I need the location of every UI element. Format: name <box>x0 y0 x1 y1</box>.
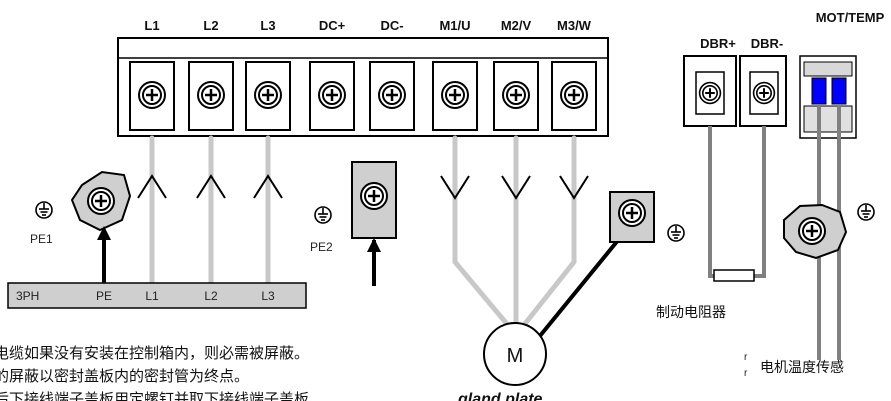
motor-wires <box>440 135 589 333</box>
temp-sensor-label: 电机温度传感 <box>760 359 844 376</box>
supply-label-3ph: 3PH <box>16 289 39 303</box>
supply-cable-bar: 3PH PE L1 L2 L3 <box>7 282 307 309</box>
pe1-label: PE1 <box>30 232 53 246</box>
ground-icon <box>35 201 53 219</box>
down-arrow-icon <box>501 175 531 200</box>
terminal-screw-icon <box>317 80 347 110</box>
terminal-screw-icon <box>137 80 167 110</box>
terminal-label-m2-v: M2/V <box>501 18 532 33</box>
brake-resistor-symbol <box>713 269 755 282</box>
clamp-screw-icon <box>359 181 389 211</box>
shield-clamp <box>609 191 655 243</box>
pe2-clamp <box>351 161 397 286</box>
terminal-screw-icon <box>196 80 226 110</box>
main-terminal-block <box>117 37 609 137</box>
ground-icon <box>314 206 332 224</box>
brake-resistor-label: 制动电阻器 <box>656 305 726 321</box>
terminal-screw-icon <box>501 80 531 110</box>
down-arrow-icon <box>559 175 589 200</box>
down-arrow-icon <box>440 175 470 200</box>
terminal-screw-icon <box>559 80 589 110</box>
terminal-label-dbr-minus: DBR- <box>751 36 784 51</box>
terminal-label-m1-u: M1/U <box>439 18 470 33</box>
terminal-screw-icon <box>752 81 776 105</box>
ground-icon <box>857 203 875 221</box>
terminal-label-l3: L3 <box>260 18 275 33</box>
clamp-screw-icon <box>86 186 116 216</box>
supply-label-l1: L1 <box>145 289 159 303</box>
terminal-label-l2: L2 <box>203 18 218 33</box>
terminal-screw-icon <box>698 81 722 105</box>
motor-symbol <box>483 322 547 386</box>
terminal-label-l1: L1 <box>144 18 159 33</box>
terminal-label-m3-w: M3/W <box>557 18 592 33</box>
terminal-label-dc-plus: DC+ <box>319 18 346 33</box>
brake-terminal-block <box>683 55 787 127</box>
up-arrow-icon <box>367 238 381 252</box>
terminal-screw-icon <box>253 80 283 110</box>
note-line-1: 电缆如果没有安装在控制箱内，则必需被屏蔽。 <box>0 344 309 362</box>
clamp-screw-icon <box>797 216 827 246</box>
terminal-label-mot-temp: MOT/TEMP <box>816 10 885 25</box>
terminal-label-dbr-plus: DBR+ <box>700 36 736 51</box>
up-arrow-icon <box>137 174 167 199</box>
note-line-2: 的屏蔽以密封盖板内的密封管为终点。 <box>0 367 249 385</box>
temp-terminal-block <box>799 55 857 139</box>
up-arrow-icon <box>97 226 111 240</box>
pe2-label: PE2 <box>310 240 333 254</box>
supply-label-pe: PE <box>96 289 112 303</box>
up-arrow-icon <box>196 174 226 199</box>
input-wires <box>137 135 283 285</box>
ground-icon <box>667 224 685 242</box>
pe1-clamp <box>70 170 132 286</box>
brake-resistor-wires <box>708 126 766 282</box>
note-line-3: 后下接线端子盖板用定螺钉并取下接线端子盖板 <box>0 390 309 401</box>
terminal-screw-icon <box>440 80 470 110</box>
stray-mark: r <box>744 352 748 363</box>
motor-label: M <box>507 345 524 367</box>
terminal-screw-icon <box>377 80 407 110</box>
gland-plate-label: gland plate <box>457 391 543 401</box>
supply-label-l2: L2 <box>204 289 218 303</box>
shield-wire <box>533 226 630 344</box>
temp-clamp <box>783 203 848 260</box>
terminal-label-dc-minus: DC- <box>380 18 403 33</box>
stray-mark: r <box>744 368 748 379</box>
up-arrow-icon <box>253 174 283 199</box>
clamp-screw-icon <box>617 198 647 228</box>
supply-label-l3: L3 <box>261 289 275 303</box>
